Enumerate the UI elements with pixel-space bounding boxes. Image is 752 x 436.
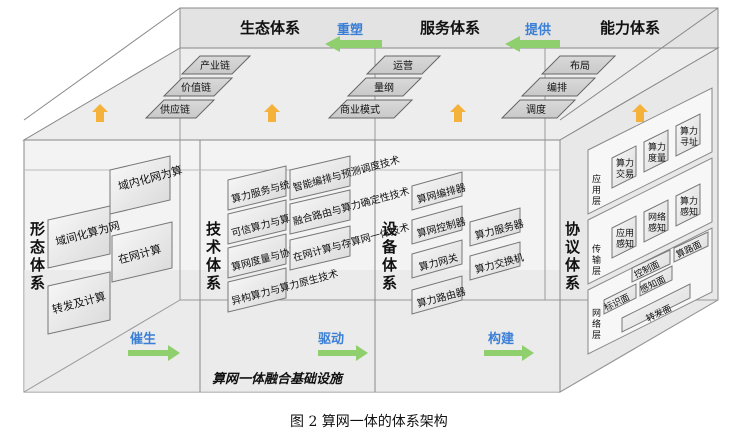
protocol-network-layer-label: 网络层 <box>592 308 601 341</box>
protocol-app-item-1: 算力交易 <box>616 157 634 180</box>
protocol-app-layer-label: 应用层 <box>592 173 601 207</box>
protocol-layers <box>587 87 713 355</box>
protocol-transport-item-3: 算力感知 <box>680 195 698 218</box>
up-arrow-3 <box>450 104 466 122</box>
ecology-item-2: 价值链 <box>181 81 211 94</box>
service-layer-title: 服务体系 <box>420 19 480 37</box>
bottom-arrow-label-3: 构建 <box>488 331 514 347</box>
bottom-arrows: 催生 驱动 构建 <box>128 331 534 361</box>
service-item-2: 量纲 <box>374 81 394 94</box>
up-arrow-1 <box>92 104 108 122</box>
reshape-arrow: 重塑 <box>325 22 382 52</box>
reshape-label: 重塑 <box>337 22 363 38</box>
service-item-1: 运营 <box>393 59 413 72</box>
ecology-panel: 产业链 价值链 供应链 <box>144 55 252 119</box>
protocol-app-item-2: 算力度量 <box>648 141 666 164</box>
provide-arrow: 提供 <box>505 22 560 52</box>
protocol-system-title: 协议体系 <box>565 220 581 292</box>
capability-panel: 布局 编排 调度 <box>500 55 617 119</box>
device-items: 算网编排器 算网控制器 算力服务器 算力网关 算力交换机 算力路由器 <box>411 171 525 315</box>
capability-item-1: 布局 <box>570 60 590 72</box>
service-item-3: 商业模式 <box>340 103 380 116</box>
bottom-arrow-label-1: 催生 <box>130 331 156 347</box>
capability-item-3: 调度 <box>526 103 546 116</box>
ecology-item-3: 供应链 <box>160 103 190 116</box>
ecology-layer-title: 生态体系 <box>240 19 300 37</box>
provide-label: 提供 <box>525 22 551 38</box>
protocol-app-item-3: 算力寻址 <box>680 125 698 148</box>
capability-layer-title: 能力体系 <box>600 19 660 37</box>
up-arrow-4 <box>632 104 648 122</box>
service-panel: 运营 量纲 商业模式 <box>327 55 442 119</box>
protocol-transport-item-2: 网络感知 <box>648 211 666 234</box>
tech-system-title: 技术体系 <box>206 220 222 292</box>
capability-item-2: 编排 <box>547 81 567 94</box>
device-system-title: 设备体系 <box>381 220 398 292</box>
up-arrow-2 <box>264 104 280 122</box>
bottom-arrow-label-2: 驱动 <box>318 332 344 347</box>
up-arrows <box>92 104 648 122</box>
form-system-title: 形态体系 <box>30 220 46 292</box>
ecology-item-1: 产业链 <box>200 59 230 72</box>
protocol-transport-item-1: 应用感知 <box>616 227 634 250</box>
figure-caption: 图 2 算网一体的体系架构 <box>290 414 448 430</box>
protocol-transport-layer-label: 传输层 <box>592 243 601 277</box>
base-infrastructure-label: 算网一体融合基础设施 <box>212 371 345 387</box>
form-items: 域内化网为算 域间化算为网 在网计算 转发及计算 <box>47 155 184 335</box>
